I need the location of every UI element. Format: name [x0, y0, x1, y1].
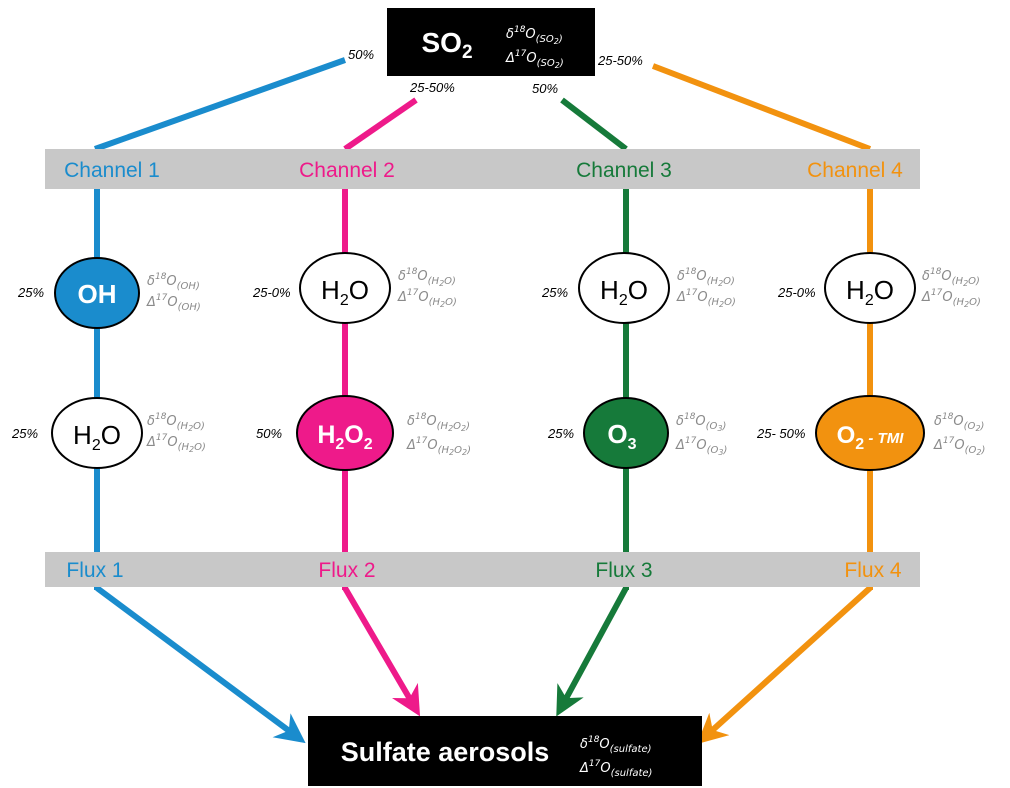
connector-top-4 — [651, 63, 872, 152]
channel-label-4: Channel 4 — [807, 159, 903, 182]
channel-label-1: Channel 1 — [64, 159, 160, 182]
row1-delta-3: δ18O(H2O) — [677, 267, 735, 288]
row2-delta-2: δ18O(H2O2) — [407, 412, 470, 433]
node-h2o2-label: H2O2 — [317, 421, 372, 453]
row2-cap-1: Δ17O(H2O) — [146, 433, 206, 454]
so2-label: SO2 — [421, 27, 472, 63]
row2-pct-2: 50% — [256, 426, 282, 441]
so2-delta18: δ18O(SO2) — [506, 25, 563, 46]
connector-top-2 — [343, 97, 418, 152]
node-h2o-ch3 — [578, 252, 670, 324]
top-pct-3: 50% — [532, 81, 558, 96]
row1-delta-4: δ18O(H2O) — [922, 267, 980, 288]
channel-band — [45, 149, 920, 189]
flux-label-4: Flux 4 — [844, 559, 902, 582]
row1-cap-2: Δ17O(H2O) — [397, 288, 457, 309]
node-h2o-ch3-label: H2O — [600, 275, 648, 309]
node-o2-tmi — [815, 395, 925, 471]
flux-label-2: Flux 2 — [318, 559, 375, 582]
connector-top-1 — [93, 57, 347, 152]
row1-cap-1: Δ17O(OH) — [146, 293, 201, 313]
row2-pct-1: 25% — [11, 426, 38, 441]
node-h2o-ch4 — [824, 252, 916, 324]
node-o2-tmi-label: O2 - TMI — [837, 422, 905, 453]
sulfate-cap17: Δ17O(sulfate) — [579, 759, 652, 779]
node-h2o-ch2-label: H2O — [321, 275, 369, 309]
channel-label-2: Channel 2 — [299, 159, 395, 182]
row1-delta-1: δ18O(OH) — [147, 272, 200, 292]
row1-pct-1: 25% — [17, 285, 44, 300]
node-h2o-ch1 — [51, 397, 143, 469]
arrow-flux-4 — [697, 585, 873, 745]
top-pct-1: 50% — [348, 47, 374, 62]
sulfate-label: Sulfate aerosols — [341, 737, 550, 767]
node-h2o-ch4-label: H2O — [846, 275, 894, 309]
row1-cap-4: Δ17O(H2O) — [921, 288, 981, 309]
row2-cap-2: Δ17O(H2O2) — [406, 436, 471, 457]
row1-pct-2: 25-0% — [252, 285, 291, 300]
so2-box — [387, 8, 595, 76]
row1-delta-2: δ18O(H2O) — [398, 267, 456, 288]
node-oh-label: OH — [78, 279, 117, 309]
node-o3 — [583, 397, 669, 469]
node-h2o-ch1-label: H2O — [73, 420, 121, 454]
sulfate-delta18: δ18O(sulfate) — [580, 735, 652, 755]
row1-pct-3: 25% — [541, 285, 568, 300]
top-pct-4: 25-50% — [597, 53, 643, 68]
row2-cap-3: Δ17O(O3) — [675, 436, 727, 457]
arrow-flux-3 — [556, 586, 629, 717]
arrow-flux-1 — [95, 585, 306, 744]
channel-label-3: Channel 3 — [576, 159, 672, 182]
node-o3-label: O3 — [607, 419, 636, 453]
node-h2o-ch2 — [299, 252, 391, 324]
row1-pct-4: 25-0% — [777, 285, 816, 300]
sulfate-box — [308, 716, 702, 786]
flux-label-1: Flux 1 — [66, 559, 123, 582]
so2-cap17: Δ17O(SO2) — [505, 49, 564, 70]
arrow-flux-2 — [342, 586, 421, 717]
row2-delta-3: δ18O(O3) — [676, 412, 726, 433]
row1-cap-3: Δ17O(H2O) — [676, 288, 736, 309]
row2-cap-4: Δ17O(O2) — [933, 436, 985, 457]
row2-delta-4: δ18O(O2) — [934, 412, 984, 433]
flux-band — [45, 552, 920, 587]
row2-pct-3: 25% — [547, 426, 574, 441]
row2-delta-1: δ18O(H2O) — [147, 412, 205, 433]
top-pct-2: 25-50% — [409, 80, 455, 95]
row2-pct-4: 25- 50% — [756, 426, 805, 441]
connector-top-3 — [560, 97, 628, 152]
node-oh — [54, 257, 140, 329]
flux-label-3: Flux 3 — [595, 559, 652, 582]
node-h2o2 — [296, 395, 394, 471]
